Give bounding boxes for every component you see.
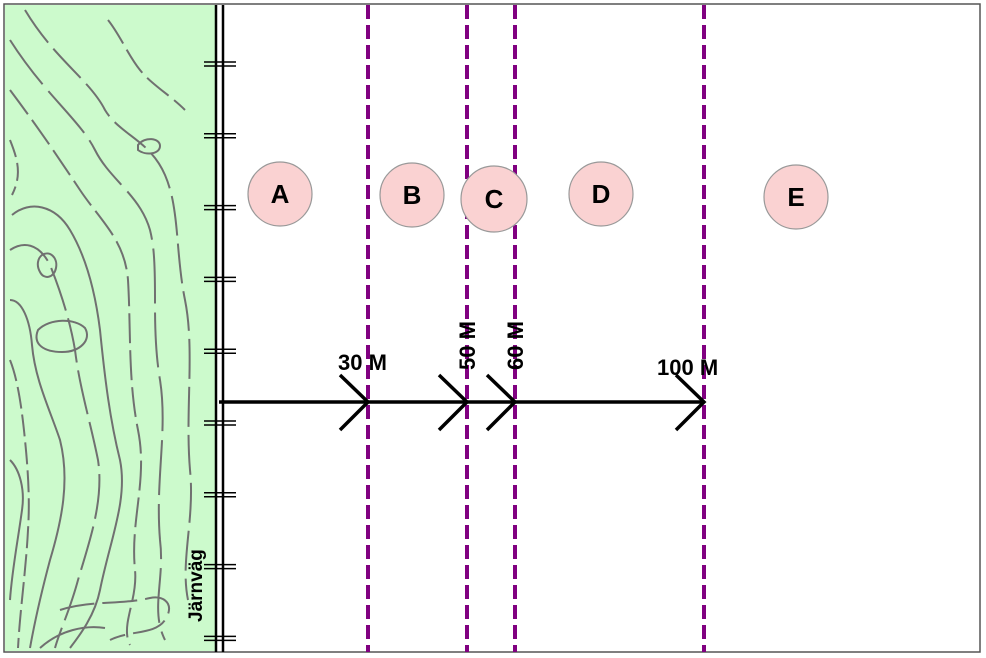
arrowhead-30m [338, 373, 371, 432]
zone-b: B [379, 162, 445, 228]
arrowhead-60m [485, 373, 518, 432]
contour-lines [9, 9, 193, 649]
zone-label: A [271, 179, 290, 209]
zone-c: C [460, 165, 528, 233]
distance-label-100m: 100 M [657, 355, 718, 380]
arrowhead-50m [437, 373, 470, 432]
zone-e: E [763, 164, 829, 230]
railway-line [204, 5, 236, 652]
distance-label-30m: 30 M [338, 350, 387, 375]
distance-label-50m: 50 M [455, 321, 480, 370]
zone-label: E [787, 182, 804, 212]
zone-label: B [403, 180, 422, 210]
terrain-area [5, 5, 216, 651]
zone-marker [568, 161, 634, 227]
zone-a: A [247, 161, 313, 227]
zone-marker [763, 164, 829, 230]
zone-d: D [568, 161, 634, 227]
zone-marker [460, 165, 528, 233]
zone-marker [247, 161, 313, 227]
distance-label-60m: 60 M [503, 321, 528, 370]
arrowhead-100m [674, 373, 707, 432]
zone-marker [379, 162, 445, 228]
railway-label: Järnväg [186, 549, 207, 622]
zone-label: D [592, 179, 611, 209]
zone-label: C [485, 184, 504, 214]
